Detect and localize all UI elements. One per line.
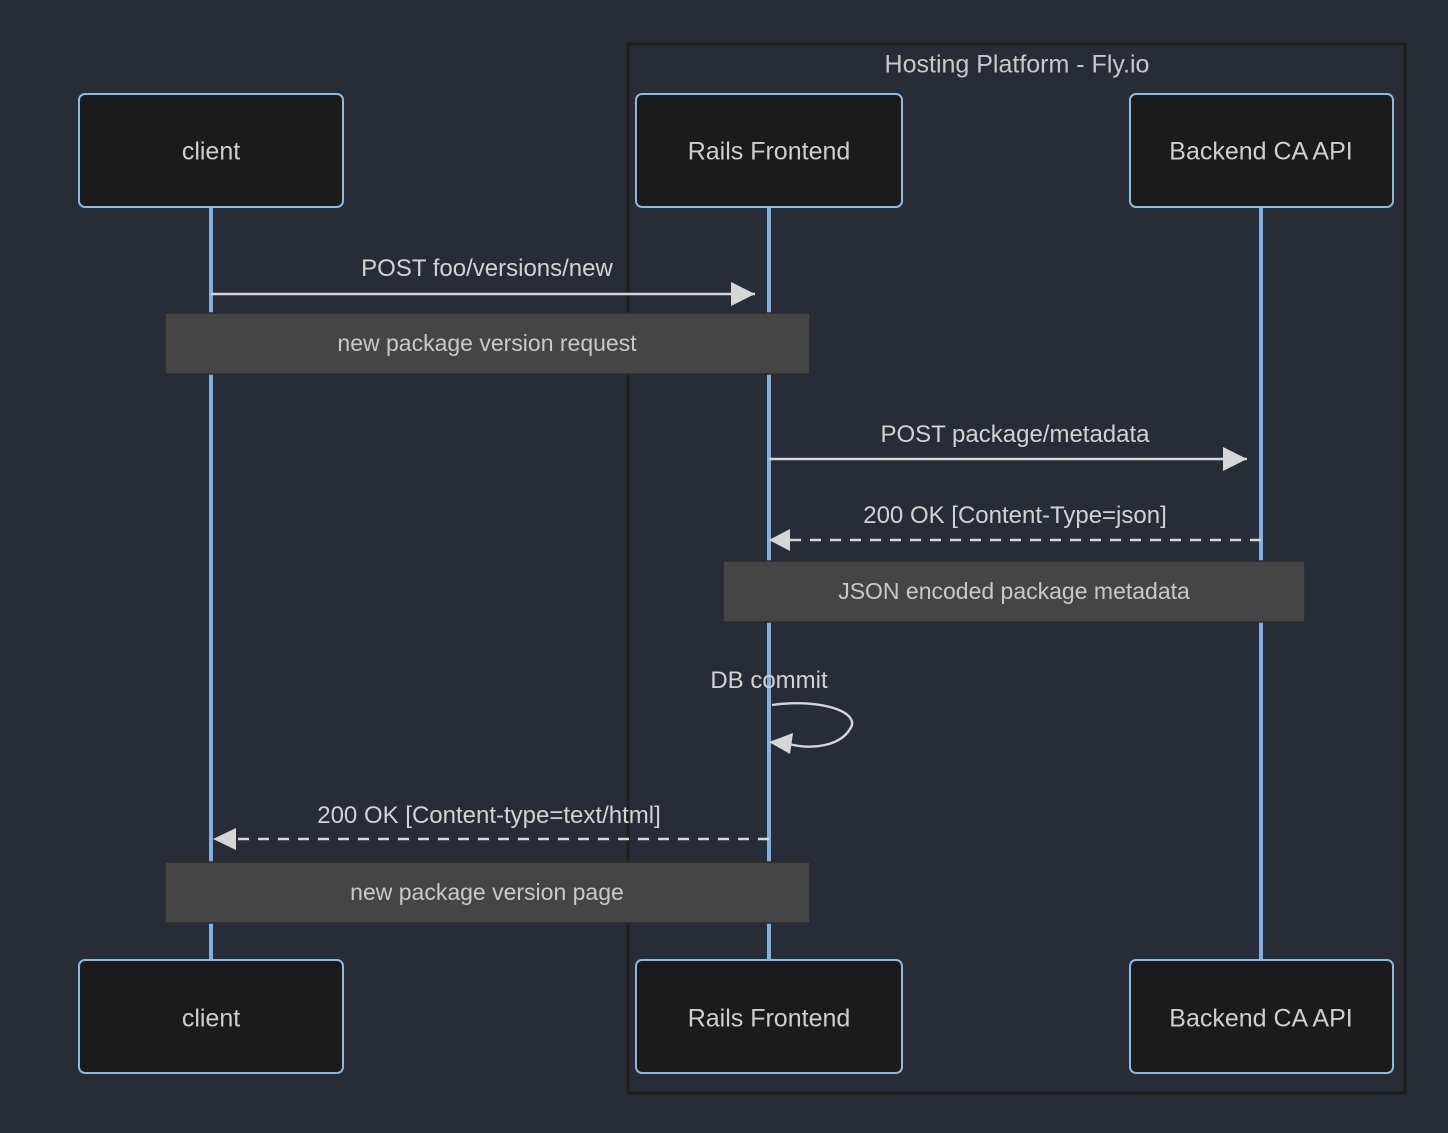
actor-box-rails-bottom[interactable] xyxy=(635,959,903,1074)
message-7-label: 200 OK [Content-type=text/html] xyxy=(317,802,661,829)
note-2-json-encoded-package-metadata: JSON encoded package metadata xyxy=(722,560,1306,623)
group-title-label: Hosting Platform - Fly.io xyxy=(885,51,1150,79)
message-7-arrowhead xyxy=(213,828,236,850)
note-2-label: JSON encoded package metadata xyxy=(838,578,1190,604)
actor-label-client-bottom: client xyxy=(182,1005,240,1033)
message-6-loop xyxy=(771,701,854,748)
message-4-200-ok-json: 200 OK [Content-Type=json] xyxy=(769,502,1261,551)
actor-bottom-rails[interactable]: Rails Frontend xyxy=(635,959,903,1074)
message-6-db-commit: DB commit xyxy=(710,667,854,754)
actor-label-rails-bottom: Rails Frontend xyxy=(688,1005,851,1033)
actor-box-rails-top[interactable] xyxy=(635,93,903,208)
message-7-200-ok-text-html: 200 OK [Content-type=text/html] xyxy=(213,802,769,850)
note-3-box xyxy=(164,861,811,924)
message-1-label: POST foo/versions/new xyxy=(361,255,613,282)
message-4-label: 200 OK [Content-Type=json] xyxy=(863,502,1167,529)
note-1-label: new package version request xyxy=(337,330,637,356)
actor-top-backend[interactable]: Backend CA API xyxy=(1129,93,1394,208)
actor-label-backend-bottom: Backend CA API xyxy=(1169,1005,1352,1033)
actor-box-backend-bottom[interactable] xyxy=(1129,959,1394,1074)
message-4-arrowhead xyxy=(769,529,790,551)
actor-label-rails-top: Rails Frontend xyxy=(688,138,851,166)
message-6-arrowhead xyxy=(769,733,793,754)
message-3-post-package-metadata: POST package/metadata xyxy=(769,421,1247,472)
message-1-post-foo-versions-new: POST foo/versions/new xyxy=(211,255,755,307)
message-3-label: POST package/metadata xyxy=(880,421,1150,448)
group-border xyxy=(626,42,1407,1095)
actor-bottom-client[interactable]: client xyxy=(78,959,344,1074)
group-hosting-platform: Hosting Platform - Fly.io xyxy=(626,42,1407,1095)
actor-label-client-top: client xyxy=(182,138,240,166)
actor-top-client[interactable]: client xyxy=(78,93,344,208)
note-1-new-package-version-request: new package version request xyxy=(164,312,811,375)
actor-box-client-top[interactable] xyxy=(78,93,344,208)
actor-top-rails[interactable]: Rails Frontend xyxy=(635,93,903,208)
note-1-box xyxy=(164,312,811,375)
actor-box-client-bottom[interactable] xyxy=(78,959,344,1074)
note-3-new-package-version-page: new package version page xyxy=(164,861,811,924)
message-6-label: DB commit xyxy=(710,667,828,694)
actor-label-backend-top: Backend CA API xyxy=(1169,138,1352,166)
note-2-box xyxy=(722,560,1306,623)
actor-bottom-backend[interactable]: Backend CA API xyxy=(1129,959,1394,1074)
note-3-label: new package version page xyxy=(350,879,624,905)
actor-box-backend-top[interactable] xyxy=(1129,93,1394,208)
